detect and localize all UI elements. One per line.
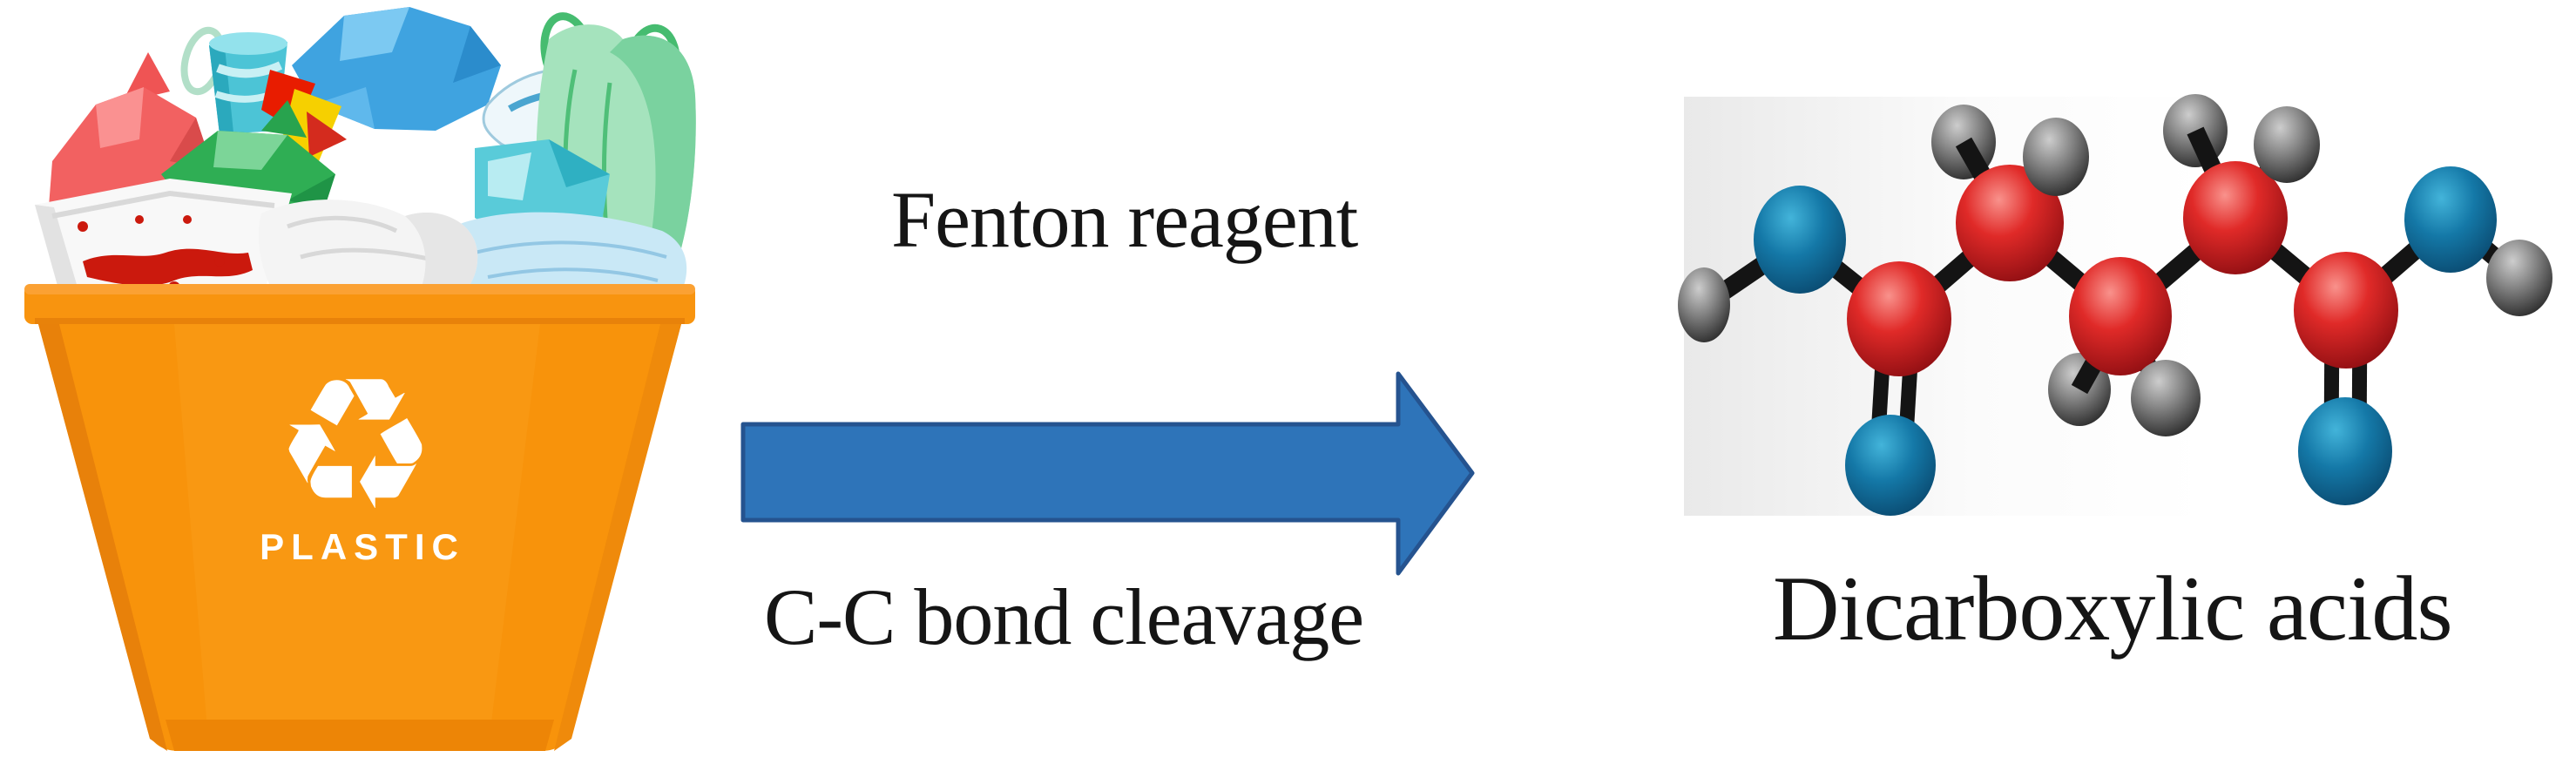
atom-c-c5 [2294,252,2398,369]
atom-c-c1 [1847,261,1951,376]
right-arrow-icon [740,371,1475,576]
bin-bottom-shadow [166,720,554,751]
red-splatter [83,248,253,286]
atom-o-o3 [2298,397,2392,505]
bin-label: PLASTIC [260,526,465,567]
arrow-bottom-label: C-C bond cleavage [764,572,1364,661]
atom-h-h1 [1678,267,1730,342]
recycle-icon: ♻ [274,338,437,551]
atom-c-c2 [1956,165,2064,281]
atom-o-o2 [1845,415,1936,516]
atom-h-h3b [2131,360,2201,436]
blue-plastic-bag [292,7,501,131]
arrow-top-label: Fenton reagent [891,175,1358,264]
pale-blue-bag [446,212,687,298]
atom-h-h4b [2254,106,2320,183]
atom-o-o1 [1754,186,1846,294]
atom-c-c3 [2069,257,2172,375]
foam-tray [35,179,292,298]
bin-left-shade [38,324,167,751]
molecule-group [1678,94,2552,516]
atom-h-h4 [2486,240,2552,316]
plastic-bin: ♻ PLASTIC [24,284,695,751]
atom-c-c4 [2183,161,2288,274]
bin-front-panel [174,324,540,751]
white-crumpled-paper [258,200,478,298]
atom-o-o4 [2404,166,2497,273]
product-label: Dicarboxylic acids [1773,558,2453,659]
plastic-waste-pile [35,7,696,298]
bin-right-shade [554,324,681,751]
reaction-arrow [740,371,1475,576]
molecule-ball-stick-model [1678,94,2552,516]
atom-h-h2b [2023,118,2089,196]
